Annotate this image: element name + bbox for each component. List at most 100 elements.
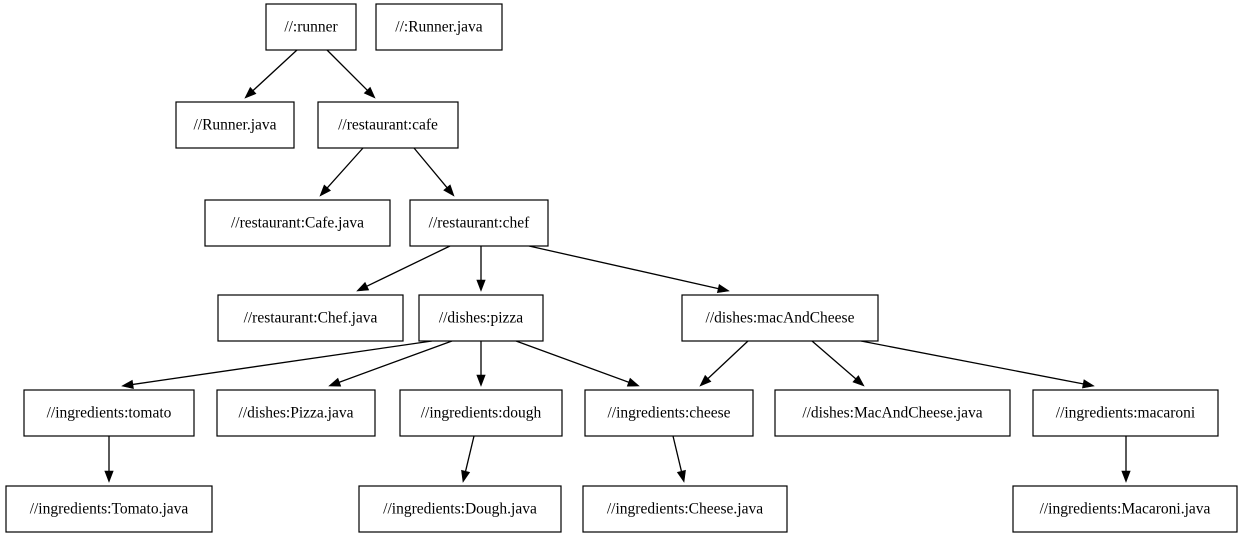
arrowhead-icon	[676, 469, 686, 483]
edge-line	[252, 49, 298, 92]
node-box[interactable]	[418, 294, 544, 342]
node-label: //ingredients:macaroni	[1056, 405, 1196, 422]
node-box[interactable]	[5, 485, 213, 533]
node-label: //Runner.java	[193, 117, 276, 134]
arrowhead-icon	[716, 283, 730, 294]
node-label: //dishes:MacAndCheese.java	[802, 405, 982, 422]
node-runner_java_root[interactable]: //:Runner.java	[375, 3, 503, 51]
node-restaurant_cafe[interactable]: //restaurant:cafe	[317, 101, 459, 149]
node-box[interactable]	[681, 294, 879, 342]
node-label: //restaurant:cafe	[338, 117, 438, 134]
node-box[interactable]	[774, 389, 1011, 437]
node-label: //dishes:macAndCheese	[706, 310, 855, 327]
edge-restaurant_chef-to-dishes_pizza	[476, 246, 486, 292]
arrowhead-icon	[328, 377, 342, 387]
arrowhead-icon	[852, 375, 865, 387]
edge-line	[811, 340, 857, 380]
edge-line	[326, 49, 368, 91]
node-box[interactable]	[375, 3, 503, 51]
edge-dishes_mac-to-ing_macaroni	[860, 340, 1095, 389]
node-pizza_java[interactable]: //dishes:Pizza.java	[216, 389, 376, 437]
node-restaurant_chef[interactable]: //restaurant:chef	[409, 199, 549, 247]
arrowhead-icon	[244, 86, 257, 99]
node-box[interactable]	[584, 389, 754, 437]
edge-dishes_pizza-to-pizza_java	[328, 340, 453, 387]
node-label: //ingredients:Tomato.java	[30, 501, 189, 518]
arrowhead-icon	[461, 469, 471, 483]
edge-line	[707, 340, 749, 379]
node-box[interactable]	[1012, 485, 1238, 533]
node-label: //ingredients:Cheese.java	[607, 501, 763, 518]
arrowhead-icon	[121, 379, 134, 389]
node-dishes_mac[interactable]: //dishes:macAndCheese	[681, 294, 879, 342]
node-box[interactable]	[23, 389, 195, 437]
node-macaroni_java[interactable]: //ingredients:Macaroni.java	[1012, 485, 1238, 533]
node-label: //dishes:pizza	[439, 310, 523, 327]
arrowhead-icon	[476, 279, 486, 292]
edge-line	[366, 245, 451, 287]
node-tomato_java[interactable]: //ingredients:Tomato.java	[5, 485, 213, 533]
edge-line	[413, 147, 448, 188]
arrowhead-icon	[476, 374, 486, 387]
node-box[interactable]	[317, 101, 459, 149]
arrowhead-icon	[1082, 379, 1095, 389]
node-cafe_java[interactable]: //restaurant:Cafe.java	[204, 199, 391, 247]
node-box[interactable]	[216, 389, 376, 437]
node-dough_java[interactable]: //ingredients:Dough.java	[358, 485, 562, 533]
edge-dishes_mac-to-ing_cheese	[699, 340, 749, 387]
node-ing_macaroni[interactable]: //ingredients:macaroni	[1032, 389, 1219, 437]
edge-ing_macaroni-to-macaroni_java	[1121, 436, 1131, 483]
node-box[interactable]	[265, 3, 357, 51]
node-label: //ingredients:cheese	[607, 405, 730, 422]
node-runner[interactable]: //:runner	[265, 3, 357, 51]
edge-runner-to-restaurant_cafe	[326, 49, 376, 99]
edge-restaurant_chef-to-chef_java	[356, 245, 451, 292]
node-box[interactable]	[204, 199, 391, 247]
node-label: //ingredients:dough	[421, 405, 542, 422]
arrowhead-icon	[363, 86, 376, 99]
edge-line	[515, 340, 629, 383]
edge-restaurant_chef-to-dishes_mac	[528, 245, 730, 294]
arrowhead-icon	[356, 281, 370, 292]
edge-line	[672, 435, 683, 472]
edge-dishes_pizza-to-ing_cheese	[515, 340, 640, 387]
edge-line	[132, 340, 433, 386]
arrowhead-icon	[319, 184, 331, 197]
edge-dishes_pizza-to-ing_tomato	[121, 340, 433, 389]
edge-line	[528, 245, 719, 290]
node-label: //dishes:Pizza.java	[239, 405, 354, 422]
node-box[interactable]	[582, 485, 788, 533]
node-chef_java[interactable]: //restaurant:Chef.java	[217, 294, 404, 342]
arrowhead-icon	[443, 184, 455, 197]
node-box[interactable]	[175, 101, 295, 149]
edge-ing_cheese-to-cheese_java	[672, 435, 686, 483]
node-ing_dough[interactable]: //ingredients:dough	[399, 389, 563, 437]
node-box[interactable]	[358, 485, 562, 533]
node-cheese_java[interactable]: //ingredients:Cheese.java	[582, 485, 788, 533]
nodes-layer: //:runner //:Runner.java //Runner.java //re…	[5, 3, 1238, 533]
node-runner_java[interactable]: //Runner.java	[175, 101, 295, 149]
node-box[interactable]	[399, 389, 563, 437]
edge-line	[860, 340, 1084, 385]
node-label: //restaurant:Chef.java	[244, 310, 378, 327]
node-mac_java[interactable]: //dishes:MacAndCheese.java	[774, 389, 1011, 437]
arrowhead-icon	[104, 470, 114, 483]
node-ing_tomato[interactable]: //ingredients:tomato	[23, 389, 195, 437]
edge-ing_dough-to-dough_java	[461, 435, 475, 483]
edge-dishes_pizza-to-ing_dough	[476, 341, 486, 387]
edge-line	[339, 340, 453, 383]
edge-ing_tomato-to-tomato_java	[104, 436, 114, 483]
node-dishes_pizza[interactable]: //dishes:pizza	[418, 294, 544, 342]
node-box[interactable]	[409, 199, 549, 247]
arrowhead-icon	[699, 374, 712, 387]
edge-line	[326, 147, 364, 189]
node-label: //:runner	[284, 19, 338, 36]
node-box[interactable]	[217, 294, 404, 342]
arrowhead-icon	[626, 377, 640, 387]
node-label: //restaurant:Cafe.java	[231, 215, 364, 232]
node-ing_cheese[interactable]: //ingredients:cheese	[584, 389, 754, 437]
node-label: //restaurant:chef	[429, 215, 531, 232]
node-box[interactable]	[1032, 389, 1219, 437]
